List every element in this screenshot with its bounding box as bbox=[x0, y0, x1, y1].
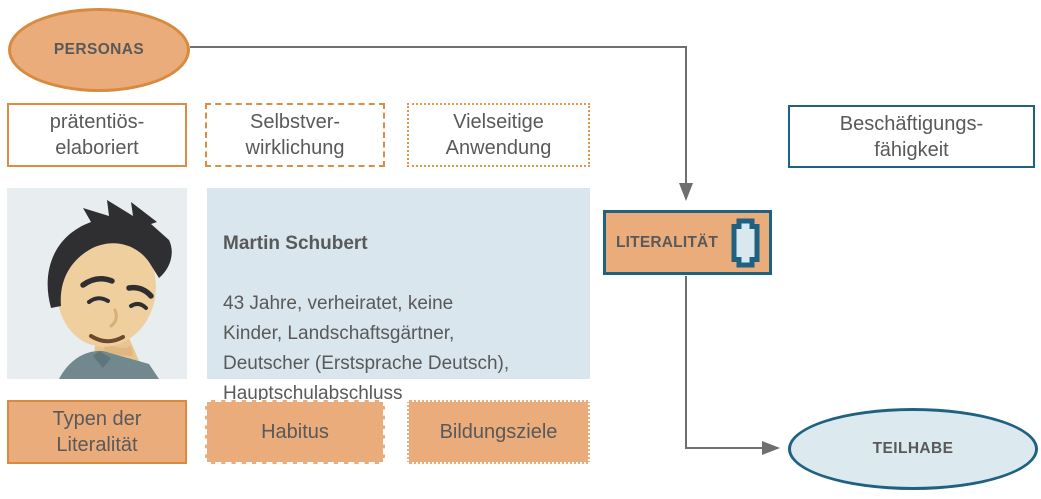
literalitaet-label: LITERALITÄT bbox=[616, 233, 719, 251]
trait-box-praetentioes-elaboriert: prätentiös- elaboriert bbox=[7, 103, 187, 167]
trait-box-vielseitige-anwendung: Vielseitige Anwendung bbox=[407, 103, 590, 167]
persona-avatar bbox=[7, 188, 187, 379]
arrow-literalitaet-to-teilhabe bbox=[685, 276, 780, 455]
man-avatar-icon bbox=[7, 188, 187, 379]
personas-ellipse: PERSONAS bbox=[8, 8, 190, 92]
teilhabe-ellipse: TEILHABE bbox=[788, 408, 1038, 490]
category-box-habitus: Habitus bbox=[205, 400, 385, 464]
category-box-label: Habitus bbox=[261, 421, 329, 443]
persona-name: Martin Schubert bbox=[223, 233, 368, 255]
persona-info-card: Martin Schubert 43 Jahre, verheiratet, k… bbox=[207, 188, 590, 404]
personas-label: PERSONAS bbox=[53, 41, 145, 58]
trait-box-label: Selbstver- wirklichung bbox=[245, 111, 345, 159]
persona-details: 43 Jahre, verheiratet, keine Kinder, Lan… bbox=[223, 293, 510, 405]
teilhabe-label: TEILHABE bbox=[872, 440, 954, 457]
category-box-typen-der-literalitaet: Typen der Literalität bbox=[7, 400, 187, 464]
trait-box-label: Vielseitige Anwendung bbox=[445, 111, 552, 159]
trait-box-label: prätentiös- elaboriert bbox=[49, 111, 145, 159]
category-box-label: Typen der Literalität bbox=[52, 408, 142, 456]
beschaeftigungsfaehigkeit-label: Beschäftigungs- fähigkeit bbox=[839, 112, 984, 161]
literalitaet-box: LITERALITÄT bbox=[603, 210, 772, 275]
category-box-label: Bildungsziele bbox=[439, 421, 558, 443]
trait-box-selbstverwirklichung: Selbstver- wirklichung bbox=[205, 103, 385, 167]
column-icon bbox=[731, 218, 760, 267]
category-box-bildungsziele: Bildungsziele bbox=[407, 400, 590, 464]
beschaeftigungsfaehigkeit-box: Beschäftigungs- fähigkeit bbox=[788, 105, 1035, 168]
